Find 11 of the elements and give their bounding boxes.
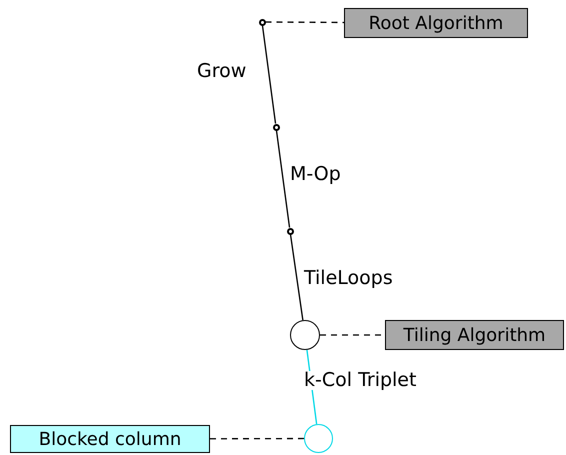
tree-edge — [262, 25, 276, 124]
tree-edge — [276, 130, 290, 228]
edge-label: k-Col Triplet — [304, 371, 416, 390]
algorithm-box: Root Algorithm — [344, 8, 528, 38]
dashed-connector — [210, 438, 304, 440]
edge-label: M-Op — [290, 165, 341, 184]
algorithm-box: Tiling Algorithm — [385, 320, 564, 350]
edge-label: TileLoops — [304, 269, 393, 288]
column-box: Blocked column — [10, 425, 210, 453]
tree-edge — [290, 234, 304, 320]
dashed-connector — [266, 21, 344, 24]
